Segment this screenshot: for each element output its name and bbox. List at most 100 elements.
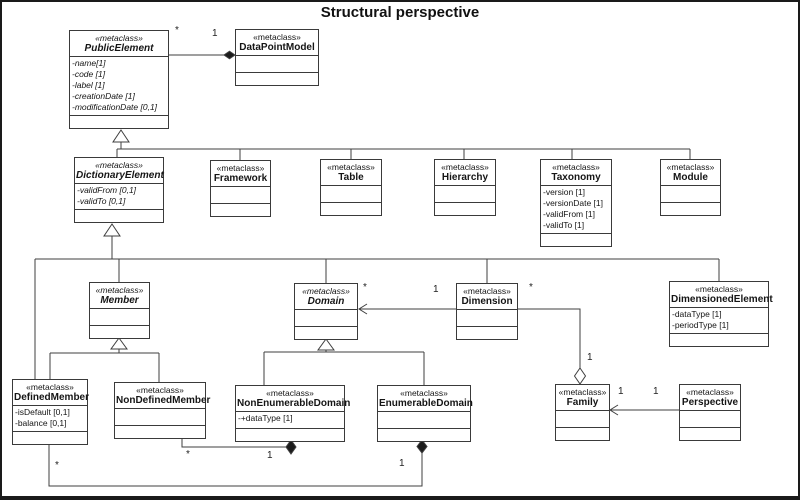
- class-dimension[interactable]: «metaclass» Dimension: [456, 283, 518, 340]
- class-header: «metaclass» PublicElement: [70, 31, 168, 57]
- composition-diamond-icon-datapointmodel: [223, 50, 236, 60]
- class-name: DimensionedElement: [671, 294, 773, 305]
- class-name: Hierarchy: [441, 172, 489, 183]
- diagram-title: Structural perspective: [320, 4, 480, 21]
- edge-generalization-bus-member: [49, 349, 160, 386]
- attribute: -dataType [1]: [672, 309, 722, 319]
- stereotype-label: «metaclass»: [136, 385, 184, 395]
- class-module[interactable]: «metaclass» Module: [660, 159, 721, 216]
- operations-compartment: [435, 203, 495, 215]
- operations-compartment: [13, 432, 87, 444]
- operations-compartment: [295, 327, 357, 339]
- attributes-compartment: [295, 310, 357, 327]
- class-header: «metaclass» DimensionedElement: [670, 282, 773, 308]
- stereotype-label: «metaclass»: [26, 382, 74, 392]
- attribute: -periodType [1]: [672, 320, 729, 330]
- class-data-point-model[interactable]: «metaclass» DataPointModel: [235, 29, 319, 86]
- multiplicity-label: *: [529, 282, 533, 293]
- attribute: -name[1]: [72, 58, 106, 68]
- multiplicity-label: 1: [399, 458, 405, 469]
- class-header: «metaclass» NonEnumerableDomain: [236, 386, 351, 412]
- stereotype-label: «metaclass»: [400, 388, 448, 398]
- class-header: «metaclass» DictionaryElement: [75, 158, 164, 184]
- multiplicity-label: 1: [653, 386, 659, 397]
- operations-compartment: [75, 210, 163, 222]
- operations-compartment: [378, 429, 470, 441]
- class-header: «metaclass» Taxonomy: [541, 160, 611, 186]
- attributes-compartment: [90, 309, 149, 326]
- stereotype-label: «metaclass»: [441, 162, 489, 172]
- multiplicity-label: 1: [618, 386, 624, 397]
- class-header: «metaclass» DataPointModel: [236, 30, 318, 56]
- class-public-element[interactable]: «metaclass» PublicElement -name[1] -code…: [69, 30, 169, 129]
- operations-compartment: [236, 429, 344, 441]
- class-header: «metaclass» Dimension: [457, 284, 517, 310]
- stereotype-label: «metaclass»: [463, 286, 511, 296]
- class-header: «metaclass» Member: [90, 283, 149, 309]
- attribute: -code [1]: [72, 69, 106, 79]
- class-perspective[interactable]: «metaclass» Perspective: [679, 384, 741, 441]
- generalization-triangle-icon-domain: [317, 338, 335, 351]
- class-header: «metaclass» DefinedMember: [13, 380, 89, 406]
- composition-diamond-icon-nonenumerabledomain: [285, 439, 297, 455]
- multiplicity-label: *: [363, 282, 367, 293]
- class-name: Perspective: [681, 397, 739, 408]
- attribute: -modificationDate [0,1]: [72, 102, 158, 112]
- class-header: «metaclass» Perspective: [680, 385, 740, 411]
- class-name: Member: [100, 295, 139, 306]
- attributes-compartment: [435, 186, 495, 203]
- stereotype-label: «metaclass»: [695, 284, 743, 294]
- multiplicity-label: *: [55, 460, 59, 471]
- class-name: Family: [566, 397, 599, 408]
- class-dictionary-element[interactable]: «metaclass» DictionaryElement -validFrom…: [74, 157, 164, 223]
- class-header: «metaclass» Hierarchy: [435, 160, 495, 186]
- class-header: «metaclass» Family: [556, 385, 609, 411]
- multiplicity-label: *: [186, 449, 190, 460]
- attributes-compartment: [556, 411, 609, 428]
- class-family[interactable]: «metaclass» Family: [555, 384, 610, 441]
- operations-compartment: [70, 116, 168, 128]
- class-header: «metaclass» NonDefinedMember: [115, 383, 210, 409]
- class-name: DataPointModel: [239, 42, 315, 53]
- attributes-compartment: [680, 411, 740, 428]
- aggregation-diamond-icon-family: [573, 367, 587, 385]
- class-non-enumerable-domain[interactable]: «metaclass» NonEnumerableDomain -+dataTy…: [235, 385, 351, 442]
- operations-compartment: [115, 426, 205, 438]
- operations-compartment: [541, 234, 611, 246]
- class-header: «metaclass» Table: [321, 160, 381, 186]
- class-framework[interactable]: «metaclass» Framework: [210, 160, 271, 217]
- class-defined-member[interactable]: «metaclass» DefinedMember -isDefault [0,…: [12, 379, 89, 445]
- stereotype-label: «metaclass»: [95, 33, 143, 43]
- operations-compartment: [661, 203, 720, 215]
- class-dimensioned-element[interactable]: «metaclass» DimensionedElement -dataType…: [669, 281, 773, 347]
- class-domain[interactable]: «metaclass» Domain: [294, 283, 358, 340]
- class-non-defined-member[interactable]: «metaclass» NonDefinedMember: [114, 382, 210, 439]
- attribute: -validTo [1]: [543, 220, 585, 230]
- class-table[interactable]: «metaclass» Table: [320, 159, 382, 216]
- edge-generalization-bus-publicelement: [116, 142, 691, 165]
- class-enumerable-domain[interactable]: «metaclass» EnumerableDomain: [377, 385, 473, 442]
- multiplicity-label: 1: [267, 450, 273, 461]
- attributes-compartment: [661, 186, 720, 203]
- attribute: -balance [0,1]: [15, 418, 67, 428]
- generalization-triangle-icon-publicelement: [112, 129, 130, 143]
- generalization-triangle-icon-member: [110, 337, 128, 350]
- open-arrowhead-icon-family: [609, 404, 619, 416]
- attribute: -creationDate [1]: [72, 91, 135, 101]
- class-hierarchy[interactable]: «metaclass» Hierarchy: [434, 159, 496, 216]
- edge-generalization-bus-dictionaryelement: [34, 236, 720, 383]
- attributes-compartment: -+dataType [1]: [236, 412, 344, 429]
- class-name: Table: [338, 172, 364, 183]
- stereotype-label: «metaclass»: [253, 32, 301, 42]
- attribute: -validTo [0,1]: [77, 196, 126, 206]
- class-name: Module: [673, 172, 708, 183]
- stereotype-label: «metaclass»: [552, 162, 600, 172]
- stereotype-label: «metaclass»: [266, 388, 314, 398]
- class-member[interactable]: «metaclass» Member: [89, 282, 150, 339]
- class-header: «metaclass» Module: [661, 160, 720, 186]
- class-name: NonEnumerableDomain: [237, 398, 351, 409]
- attributes-compartment: -isDefault [0,1] -balance [0,1]: [13, 406, 87, 432]
- multiplicity-label: *: [175, 25, 179, 36]
- class-taxonomy[interactable]: «metaclass» Taxonomy -version [1] -versi…: [540, 159, 612, 247]
